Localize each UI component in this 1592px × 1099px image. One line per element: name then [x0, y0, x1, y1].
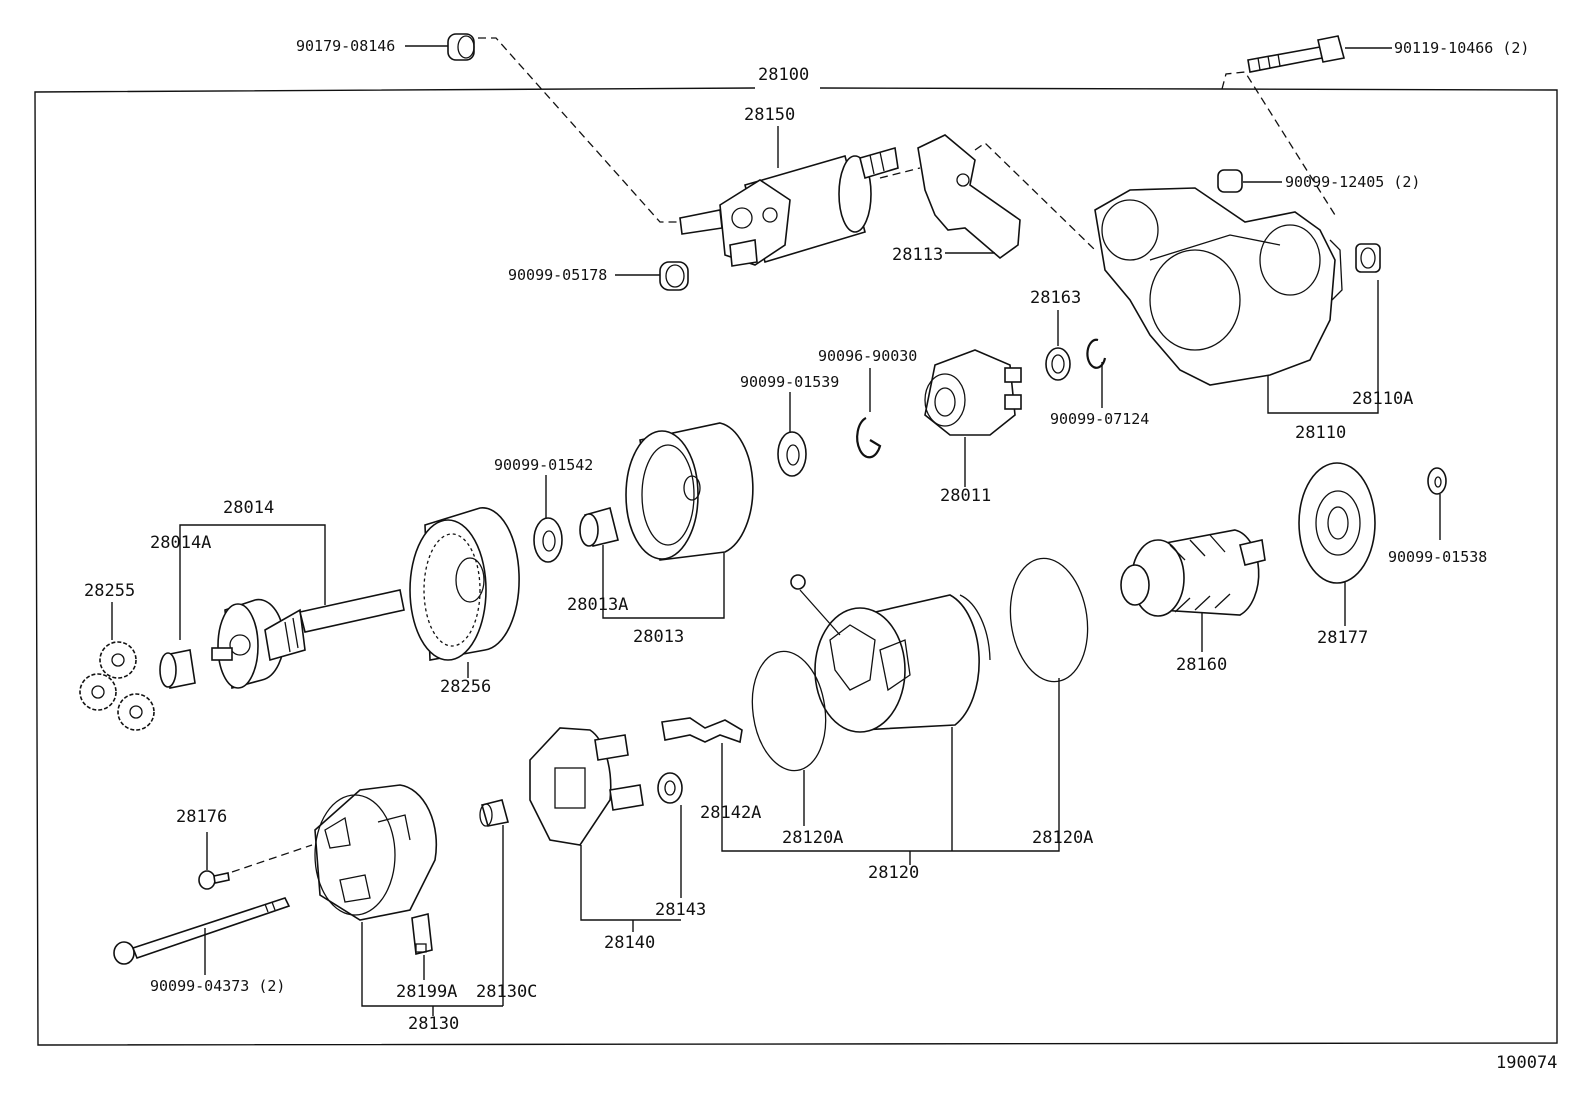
leader-dashed-lever [879, 167, 921, 179]
label-28100: 28100 [758, 65, 809, 85]
label-28142A: 28142A [700, 803, 761, 823]
label-28160: 28160 [1176, 655, 1227, 675]
label-28013A: 28013A [567, 595, 628, 615]
plate-28177 [1298, 462, 1376, 626]
internal-gear-28256 [409, 507, 520, 678]
label-90096-90030: 90096-90030 [818, 347, 917, 365]
label-28011: 28011 [940, 486, 991, 506]
label-90119-10466: 90119-10466 (2) [1394, 39, 1529, 57]
clutch-28011 [924, 349, 1022, 487]
snap-ring-90096-90030 [856, 368, 882, 459]
label-28177: 28177 [1317, 628, 1368, 648]
label-28255: 28255 [84, 581, 135, 601]
nut-90179-08146 [405, 33, 475, 61]
spring-28142A [661, 717, 743, 744]
leader-dashed-bolt [1221, 71, 1336, 216]
nut-90099-05178 [615, 261, 689, 291]
assembly-frame [34, 87, 1558, 1046]
label-28199A: 28199A [396, 982, 457, 1002]
label-28256: 28256 [440, 677, 491, 697]
ring-28163 [1045, 310, 1071, 381]
label-28014A: 28014A [150, 533, 211, 553]
snap-ring-90099-07124 [1086, 338, 1107, 408]
planet-gears-28255 [79, 602, 155, 731]
o-ring-28120A-right [1009, 557, 1089, 683]
label-28150: 28150 [744, 105, 795, 125]
plug-28199A [411, 913, 433, 980]
screw-28176 [198, 832, 230, 890]
label-90099-07124: 90099-07124 [1050, 410, 1149, 428]
lever-28113 [917, 134, 1021, 260]
housing-28110 [1094, 187, 1379, 414]
end-frame-28130 [314, 784, 503, 1016]
label-28120A-left: 28120A [782, 828, 843, 848]
label-28143: 28143 [655, 900, 706, 920]
washer-90099-01542 [533, 475, 563, 563]
label-28163: 28163 [1030, 288, 1081, 308]
spring-28143 [657, 772, 683, 898]
label-28113: 28113 [892, 245, 943, 265]
bushing-28014A [159, 649, 196, 689]
label-28013: 28013 [633, 627, 684, 647]
washer-90099-01539 [777, 392, 807, 477]
through-bolt-90099-04373 [113, 897, 291, 975]
yoke-28120 [721, 574, 1060, 865]
shaft-28014 [179, 524, 405, 690]
label-28176: 28176 [176, 807, 227, 827]
o-ring-28120A-left [751, 650, 827, 772]
label-28120A-right: 28120A [1032, 828, 1093, 848]
bushing-28013A [579, 507, 619, 547]
label-90099-01538: 90099-01538 [1388, 548, 1487, 566]
solenoid-28150 [679, 126, 899, 267]
label-28014: 28014 [223, 498, 274, 518]
washer-90099-01538 [1427, 467, 1447, 540]
label-28130: 28130 [408, 1014, 459, 1034]
bolt-90119-10466 [1247, 35, 1392, 73]
armature-28160 [1120, 529, 1266, 652]
nut-90099-12405 [1217, 169, 1282, 193]
bushing-28110A [1355, 243, 1381, 273]
leader-dashed-housing [974, 142, 1096, 251]
label-28110: 28110 [1295, 423, 1346, 443]
brush-holder-28140 [529, 727, 681, 932]
housing-28013 [602, 422, 754, 619]
bushing-28130C [479, 799, 509, 1006]
leader-dashed-nut [478, 37, 685, 223]
label-90179-08146: 90179-08146 [296, 37, 395, 55]
label-90099-12405: 90099-12405 (2) [1285, 173, 1420, 191]
label-28110A: 28110A [1352, 389, 1413, 409]
label-28120: 28120 [868, 863, 919, 883]
label-90099-05178: 90099-05178 [508, 266, 607, 284]
drawing-number: 190074 [1496, 1053, 1557, 1073]
label-28140: 28140 [604, 933, 655, 953]
leader-dashed-screw [231, 844, 313, 873]
label-90099-01539: 90099-01539 [740, 373, 839, 391]
label-28130C: 28130C [476, 982, 537, 1002]
label-90099-04373: 90099-04373 (2) [150, 977, 285, 995]
label-90099-01542: 90099-01542 [494, 456, 593, 474]
